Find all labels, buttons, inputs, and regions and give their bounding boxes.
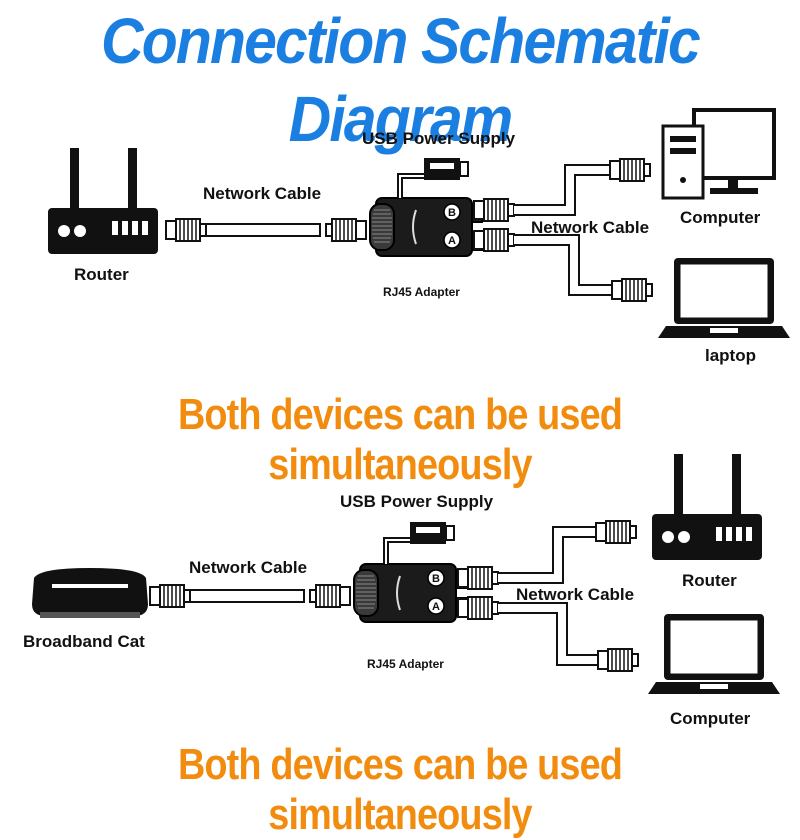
- network-cable-left: [165, 218, 367, 242]
- broadband-cat-label: Broadband Cat: [23, 632, 145, 651]
- router-icon: [48, 148, 158, 254]
- network-cable-right-upper-bottom: [457, 520, 637, 590]
- connection-diagram: B A: [32, 108, 791, 695]
- computer-label: Computer: [680, 208, 761, 227]
- network-cable-label-left-bottom: Network Cable: [189, 558, 308, 577]
- port-a-label-bottom: A: [432, 601, 440, 613]
- usb-power-supply-label-bottom: USB Power Supply: [340, 492, 494, 511]
- computer-label-bottom: Computer: [670, 709, 751, 728]
- usb-power-cable: [397, 157, 469, 198]
- slogan-bottom: Both devices can be used simultaneously: [177, 740, 623, 839]
- slogan-top: Both devices can be used simultaneously: [177, 390, 623, 489]
- network-cable-left-bottom: [149, 584, 351, 608]
- port-b-label-bottom: B: [432, 573, 440, 585]
- port-a-label: A: [448, 235, 456, 247]
- router-label-bottom: Router: [682, 571, 737, 590]
- laptop-label: laptop: [705, 346, 756, 365]
- broadband-modem-icon: [32, 568, 148, 618]
- bottom-diagram: B A: [32, 454, 781, 695]
- page-title: Connection Schematic Diagram: [101, 5, 701, 155]
- router-label: Router: [74, 265, 129, 284]
- network-cable-label-right-bottom: Network Cable: [516, 585, 635, 604]
- usb-power-cable-bottom: [383, 521, 455, 564]
- top-diagram: B A: [48, 108, 791, 339]
- network-cable-label-right: Network Cable: [531, 218, 650, 237]
- rj45-adapter-bottom: [353, 563, 467, 623]
- network-cable-right-lower-bottom: [457, 596, 639, 672]
- rj45-adapter-label-bottom: RJ45 Adapter: [367, 657, 444, 671]
- usb-power-supply-label: USB Power Supply: [362, 129, 516, 148]
- network-cable-label-left: Network Cable: [203, 184, 322, 203]
- rj45-adapter-label: RJ45 Adapter: [383, 285, 460, 299]
- rj45-adapter: [369, 197, 483, 257]
- laptop-icon: [657, 257, 791, 339]
- computer-icon: [661, 108, 776, 200]
- port-b-label: B: [448, 207, 456, 219]
- network-cable-right-upper: [473, 158, 651, 222]
- network-cable-right-lower: [473, 228, 653, 302]
- laptop-icon-bottom: [647, 613, 781, 695]
